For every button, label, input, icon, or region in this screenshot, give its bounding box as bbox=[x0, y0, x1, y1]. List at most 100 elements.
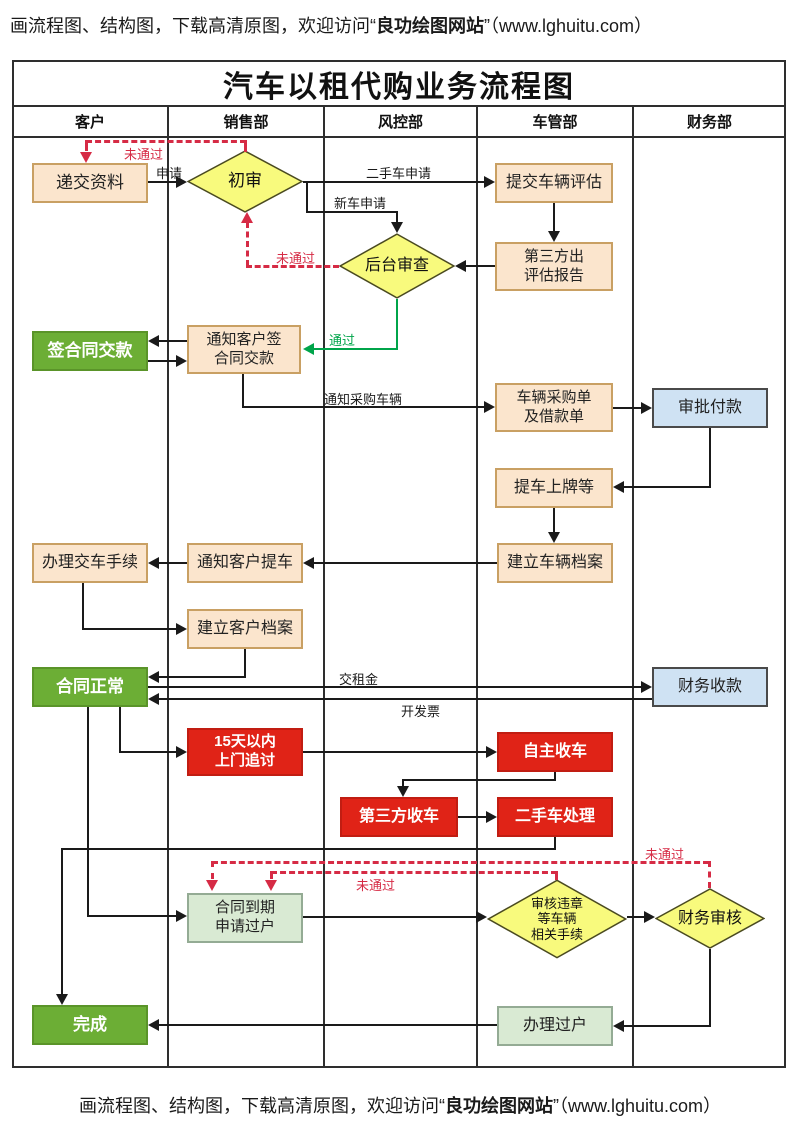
arrowhead bbox=[80, 152, 92, 163]
arrowhead bbox=[486, 811, 497, 823]
arrowhead bbox=[303, 343, 314, 355]
node-pickup-plate: 提车上牌等 bbox=[495, 468, 613, 508]
edge-line bbox=[402, 779, 404, 787]
edge-line bbox=[303, 751, 487, 753]
node-submit-docs: 递交资料 bbox=[32, 163, 148, 203]
arrowhead bbox=[148, 557, 159, 569]
diamond-shape bbox=[655, 888, 765, 949]
edge-line bbox=[313, 562, 497, 564]
fail-edge-line bbox=[708, 861, 711, 888]
arrowhead bbox=[176, 355, 187, 367]
edge-line bbox=[709, 428, 711, 488]
fail-edge-line bbox=[246, 222, 249, 266]
promo-suffix: ”（www.lghuitu.com） bbox=[552, 1096, 722, 1116]
lane-header-finance: 财务部 bbox=[686, 114, 732, 131]
lane-header-risk: 风控部 bbox=[377, 114, 423, 131]
promo-prefix: 画流程图、结构图，下载高清原图，欢迎访问“ bbox=[10, 16, 376, 36]
arrowhead bbox=[303, 557, 314, 569]
edge-label-invoice: 开发票 bbox=[401, 704, 441, 719]
fail-edge-line bbox=[244, 140, 247, 152]
edge-line bbox=[306, 181, 308, 213]
edge-line bbox=[148, 360, 177, 362]
edge-line bbox=[61, 848, 556, 850]
edge-label-used-car-apply: 二手车申请 bbox=[366, 166, 432, 181]
edge-line bbox=[402, 779, 556, 781]
lane-header-sales: 销售部 bbox=[223, 114, 269, 131]
fail-edge-line bbox=[246, 265, 339, 268]
promo-prefix: 画流程图、结构图，下载高清原图，欢迎访问“ bbox=[78, 1096, 445, 1116]
node-self-repossess: 自主收车 bbox=[497, 732, 613, 772]
node-sign-contract-pay: 签合同交款 bbox=[32, 331, 148, 371]
edge-line bbox=[158, 676, 246, 678]
diamond-label: 财务审核 bbox=[677, 909, 742, 927]
edge-label-pass: 通过 bbox=[329, 333, 356, 348]
fail-edge-line bbox=[85, 140, 88, 151]
diamond-shape bbox=[339, 233, 455, 299]
edge-line bbox=[627, 916, 645, 918]
node-handle-transfer: 办理过户 bbox=[497, 1006, 613, 1046]
arrowhead bbox=[486, 746, 497, 758]
edge-label-apply: 申请 bbox=[156, 166, 183, 181]
edge-line bbox=[82, 583, 84, 629]
diamond-label: 后台审查 bbox=[364, 257, 429, 275]
arrowhead bbox=[148, 671, 159, 683]
arrowhead bbox=[548, 231, 560, 242]
edge-label-fail-2: 未通过 bbox=[276, 251, 316, 266]
arrowhead bbox=[148, 693, 159, 705]
edge-line bbox=[553, 203, 555, 232]
edge-line bbox=[553, 508, 555, 533]
edge-line bbox=[306, 211, 398, 213]
diagram-title: 汽车以租代购业务流程图 bbox=[12, 60, 786, 107]
edge-line bbox=[119, 751, 177, 753]
edge-line bbox=[458, 816, 487, 818]
arrowhead bbox=[476, 911, 487, 923]
edge-line bbox=[554, 837, 556, 850]
arrowhead bbox=[176, 746, 187, 758]
promo-note-bottom: 画流程图、结构图，下载高清原图，欢迎访问“良功绘图网站”（www.lghuitu… bbox=[0, 1092, 800, 1118]
lane-header-customer: 客户 bbox=[74, 114, 105, 131]
arrowhead bbox=[176, 176, 187, 188]
edge-line bbox=[82, 628, 177, 630]
node-third-party-report: 第三方出 评估报告 bbox=[495, 242, 613, 291]
node-used-car-handle: 二手车处理 bbox=[497, 797, 613, 837]
edge-line bbox=[119, 707, 121, 752]
fail-edge-line bbox=[555, 871, 558, 880]
arrowhead bbox=[56, 994, 68, 1005]
arrowhead bbox=[206, 880, 218, 891]
lane-header-row: 客户 销售部 风控部 车管部 财务部 bbox=[12, 107, 786, 138]
arrowhead bbox=[148, 1019, 159, 1031]
arrowhead bbox=[613, 1020, 624, 1032]
diamond-label: 初审 bbox=[228, 171, 262, 191]
edge-line bbox=[303, 181, 485, 183]
edge-line bbox=[396, 211, 398, 223]
edge-label-fail-3: 未通过 bbox=[356, 878, 396, 893]
node-customer-file: 建立客户档案 bbox=[187, 609, 303, 649]
arrowhead bbox=[484, 176, 495, 188]
edge-line bbox=[158, 698, 652, 700]
edge-line bbox=[242, 406, 485, 408]
node-delivery-procedure: 办理交车手续 bbox=[32, 543, 148, 583]
node-approve-payment: 审批付款 bbox=[652, 388, 768, 428]
arrowhead bbox=[641, 402, 652, 414]
fail-edge-line bbox=[211, 861, 214, 879]
node-chase-15days: 15天以内 上门追讨 bbox=[187, 728, 303, 776]
edge-line bbox=[623, 486, 711, 488]
edge-line bbox=[709, 949, 711, 1026]
edge-label-fail-1: 未通过 bbox=[124, 147, 164, 162]
edge-line bbox=[242, 374, 244, 408]
arrowhead bbox=[455, 260, 466, 272]
node-contract-expire-transfer: 合同到期 申请过户 bbox=[187, 893, 303, 943]
arrowhead bbox=[265, 880, 277, 891]
edge-line bbox=[87, 707, 89, 917]
node-finance-collect: 财务收款 bbox=[652, 667, 768, 707]
edge-line-pass bbox=[396, 299, 398, 350]
fail-edge-line bbox=[212, 861, 709, 864]
fail-edge-line bbox=[271, 871, 557, 874]
edge-line bbox=[244, 649, 246, 677]
lane-header-vehicle: 车管部 bbox=[532, 114, 578, 131]
diamond-shape bbox=[487, 879, 627, 959]
node-done: 完成 bbox=[32, 1005, 148, 1045]
edge-line bbox=[87, 915, 177, 917]
edge-label-notify-purchase: 通知采购车辆 bbox=[324, 392, 403, 407]
